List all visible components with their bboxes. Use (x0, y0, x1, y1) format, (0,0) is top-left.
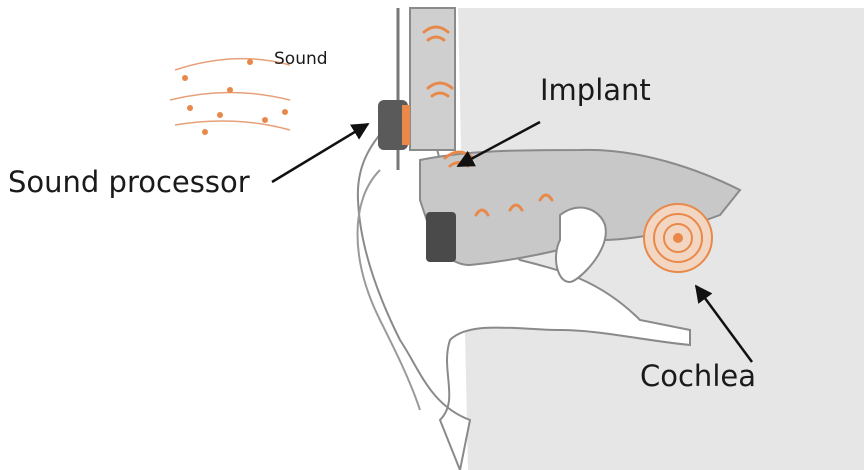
music-notes-icon (170, 59, 290, 135)
sound-processor-label: Sound processor (8, 165, 250, 199)
implant-receiver (426, 212, 456, 262)
processor-accent (402, 105, 410, 145)
implant-label: Implant (540, 73, 651, 107)
cochlea-label: Cochlea (640, 359, 756, 393)
cochlea-spiral-icon (644, 204, 712, 272)
sound-label: Sound (274, 49, 328, 69)
sound-processor-arrow (272, 124, 368, 182)
implant-lead (410, 8, 455, 150)
